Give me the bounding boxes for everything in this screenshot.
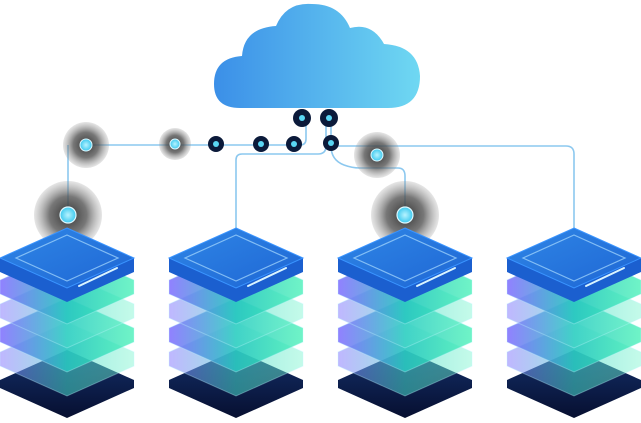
server-stacks — [0, 227, 641, 418]
server-top — [0, 227, 136, 289]
server-indicator — [585, 267, 625, 287]
server-top — [505, 227, 641, 289]
server-indicator — [247, 267, 287, 287]
server-indicator — [78, 267, 118, 287]
server-top — [336, 227, 474, 289]
network-node-icon — [159, 128, 191, 160]
network-node-icon — [293, 109, 311, 127]
connector-dots — [208, 109, 339, 152]
server-top-panel — [14, 234, 120, 282]
server-top-panel — [183, 234, 289, 282]
server-stack-icon — [336, 227, 474, 418]
server-top-panel — [521, 234, 627, 282]
server-stack-icon — [167, 227, 305, 418]
glowing-nodes — [34, 122, 439, 249]
network-node-icon — [371, 181, 439, 249]
server-indicator — [416, 267, 456, 287]
server-stack-icon — [505, 227, 641, 418]
server-stack-icon — [0, 227, 136, 418]
server-top — [167, 227, 305, 289]
cloud-icon — [214, 3, 420, 108]
network-node-icon — [354, 132, 400, 178]
network-node-icon — [323, 135, 339, 151]
connector-lines — [67, 118, 575, 232]
network-node-icon — [63, 122, 109, 168]
network-node-icon — [286, 136, 302, 152]
network-node-icon — [34, 181, 102, 249]
server-top-panel — [352, 234, 458, 282]
network-node-icon — [320, 109, 338, 127]
network-node-icon — [253, 136, 269, 152]
network-node-icon — [208, 136, 224, 152]
